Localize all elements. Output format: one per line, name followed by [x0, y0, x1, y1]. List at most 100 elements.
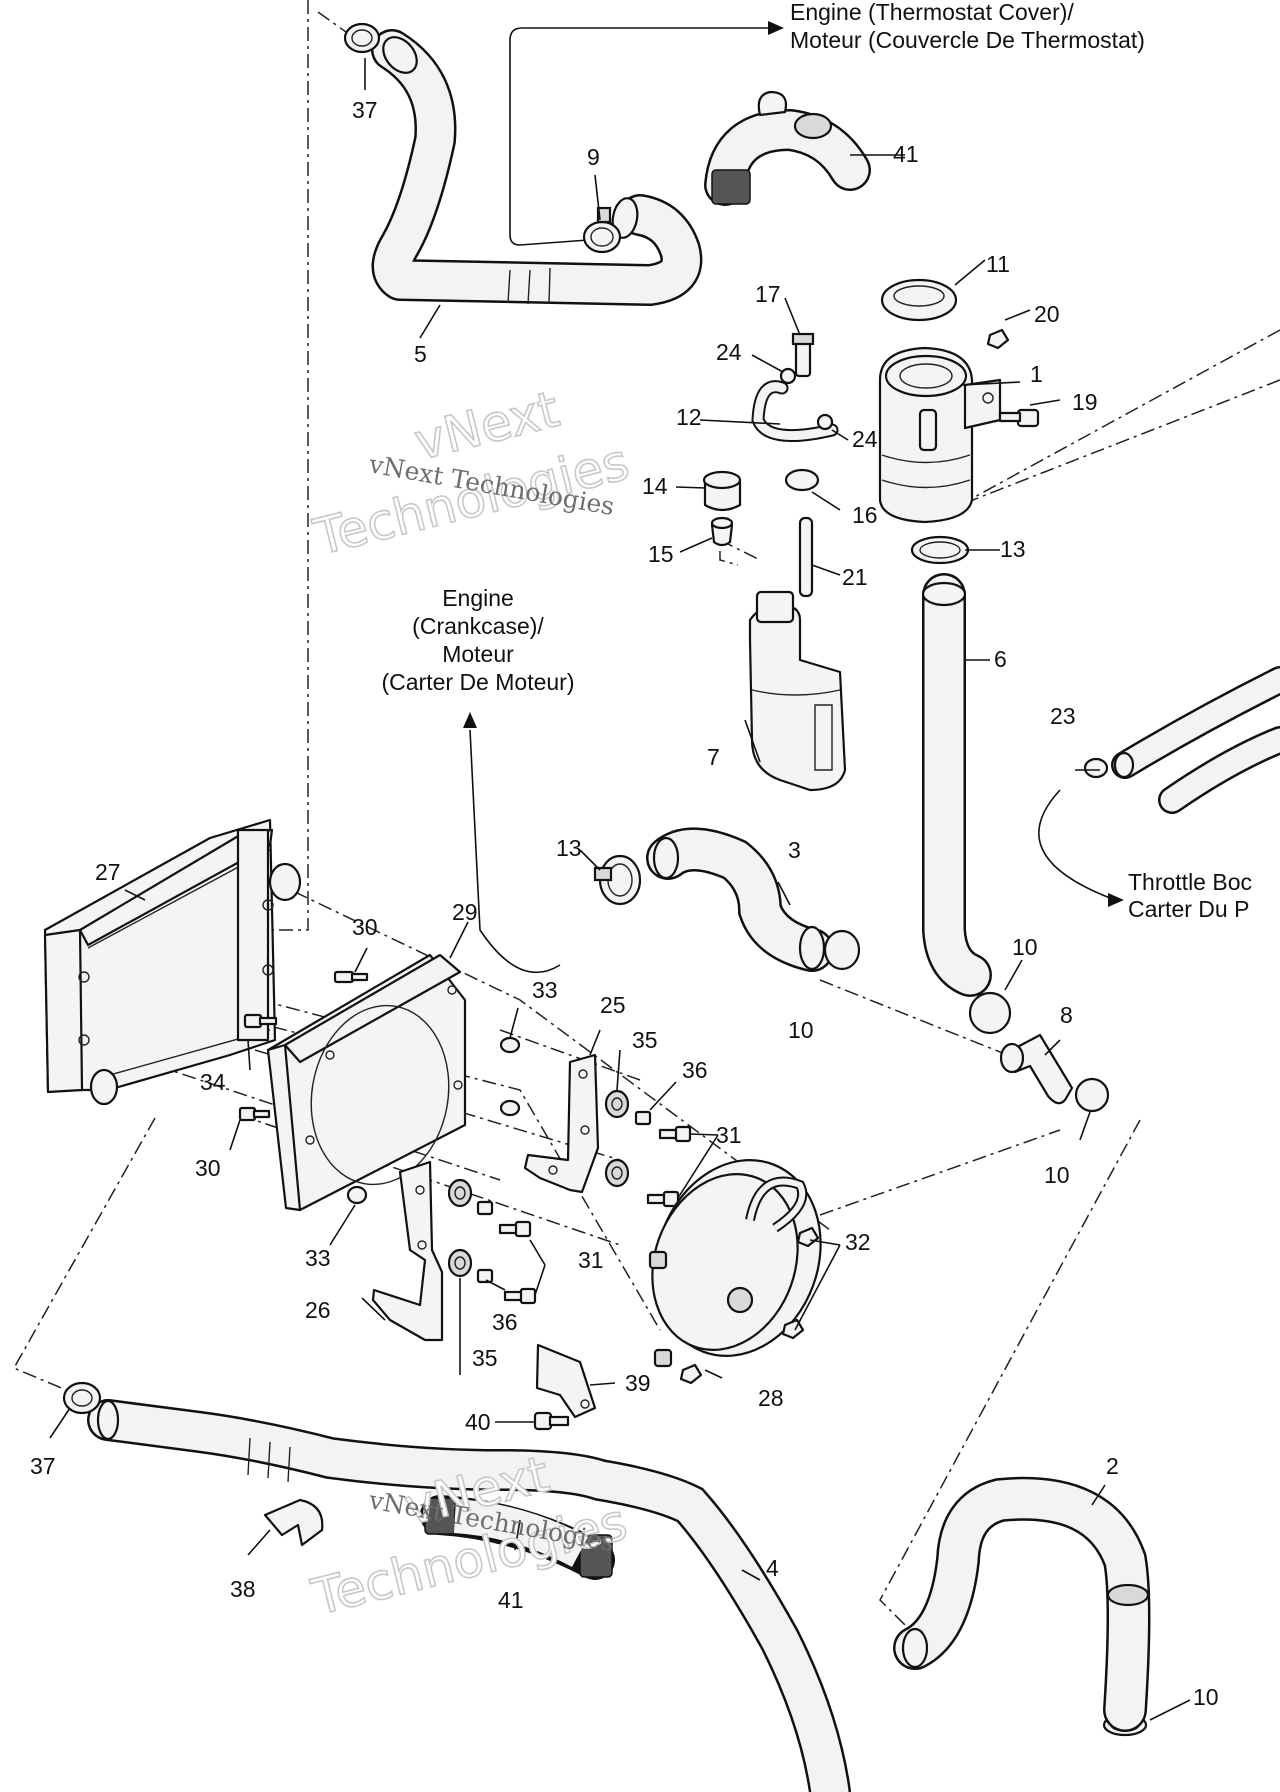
callout-throttle-line1: Throttle Boc [1128, 869, 1252, 895]
spacer-36-a[interactable] [634, 1110, 652, 1126]
label-24-top: 24 [716, 339, 742, 365]
label-8: 8 [1060, 1002, 1073, 1028]
label-40: 40 [465, 1409, 491, 1435]
grommet-35-c[interactable] [447, 1178, 473, 1208]
spacer-36-c[interactable] [476, 1268, 494, 1284]
tee-fitting-8[interactable] [999, 1033, 1074, 1105]
label-12: 12 [676, 404, 702, 430]
pressure-cap-11[interactable] [880, 278, 958, 322]
label-31-top: 31 [716, 1122, 742, 1148]
clamp-37-bottom[interactable] [62, 1381, 102, 1415]
hose-2[interactable] [893, 1476, 1151, 1732]
clamp-10-b[interactable] [968, 991, 1012, 1035]
label-26: 26 [305, 1297, 331, 1323]
label-41-bottom: 41 [498, 1587, 524, 1613]
nut-20[interactable] [986, 328, 1010, 350]
label-35-top: 35 [632, 1027, 658, 1053]
bracket-26[interactable] [371, 1160, 444, 1342]
label-2: 2 [1106, 1453, 1119, 1479]
label-38: 38 [230, 1576, 256, 1602]
hose-5[interactable] [371, 29, 703, 306]
tube-21[interactable] [798, 516, 814, 598]
callout-crankcase-line2: (Crankcase)/ [412, 613, 544, 639]
label-20: 20 [1034, 301, 1060, 327]
label-36-bottom: 36 [492, 1309, 518, 1335]
clamp-10-a[interactable] [823, 929, 861, 971]
hose-6[interactable] [921, 573, 992, 997]
grommet-16[interactable] [784, 468, 820, 492]
grommet-35-a[interactable] [604, 1089, 630, 1119]
label-15: 15 [648, 541, 674, 567]
coolant-tank-1[interactable] [878, 346, 1002, 524]
label-9: 9 [587, 144, 600, 170]
clamp-10-c[interactable] [1074, 1077, 1110, 1113]
label-25: 25 [600, 992, 626, 1018]
clamp-23[interactable] [1083, 757, 1109, 779]
hose-41-top[interactable] [704, 90, 871, 206]
clamp-24-a[interactable] [779, 367, 797, 385]
bolt-31-a[interactable] [658, 1125, 692, 1143]
callout-throttle-line2: Carter Du P [1128, 896, 1249, 922]
label-5: 5 [414, 341, 427, 367]
washer-33-c[interactable] [346, 1185, 368, 1205]
label-33-bottom: 33 [305, 1245, 331, 1271]
label-21: 21 [842, 564, 868, 590]
bracket-39[interactable] [535, 1343, 597, 1419]
clamp-13-top[interactable] [910, 535, 970, 565]
part-number-labels: 37 9 41 5 11 17 20 24 1 19 12 24 14 16 1… [30, 97, 1219, 1710]
bolt-40[interactable] [533, 1411, 570, 1431]
fan-assembly-28[interactable] [628, 1137, 847, 1380]
overflow-bottle-7[interactable] [748, 590, 847, 792]
clamp-24-b[interactable] [816, 413, 834, 431]
label-28: 28 [758, 1385, 784, 1411]
hose-throttle-body[interactable] [1111, 666, 1280, 814]
fitting-17[interactable] [791, 332, 815, 378]
label-3: 3 [788, 837, 801, 863]
label-10-a: 10 [1012, 934, 1038, 960]
label-13-bottom: 13 [556, 835, 582, 861]
washer-33-a[interactable] [499, 1036, 521, 1054]
bolt-30-bottom[interactable] [238, 1106, 271, 1122]
bolt-19[interactable] [998, 408, 1040, 428]
label-1: 1 [1030, 361, 1043, 387]
clamp-13-bottom[interactable] [593, 854, 642, 906]
label-16: 16 [852, 502, 878, 528]
label-31-bottom: 31 [578, 1247, 604, 1273]
fan-shroud-29[interactable] [266, 953, 467, 1212]
assembly-lines [12, 0, 1280, 1651]
label-24-bottom: 24 [852, 426, 878, 452]
label-17: 17 [755, 281, 781, 307]
leader-lines [49, 58, 1191, 1721]
bolt-31-b[interactable] [646, 1190, 680, 1208]
clip-38[interactable] [263, 1498, 324, 1547]
hose-3[interactable] [646, 827, 834, 972]
bolt-34[interactable] [243, 1013, 278, 1029]
label-37-top: 37 [352, 97, 378, 123]
grommet-35-d[interactable] [447, 1248, 473, 1278]
label-36-top: 36 [682, 1057, 708, 1083]
radiator-27[interactable] [43, 818, 302, 1106]
clamp-37-top[interactable] [343, 22, 381, 54]
bolt-31-c[interactable] [498, 1220, 532, 1238]
grommet-35-b[interactable] [604, 1158, 630, 1188]
label-35-bottom: 35 [472, 1345, 498, 1371]
label-10-d: 10 [1193, 1684, 1219, 1710]
hose-12[interactable] [751, 380, 839, 443]
bolt-30-top[interactable] [333, 970, 369, 984]
nut-32-c[interactable] [679, 1363, 703, 1385]
washer-33-b[interactable] [499, 1099, 521, 1117]
nut-32-a[interactable] [796, 1226, 820, 1248]
label-11: 11 [986, 251, 1010, 277]
grommet-15[interactable] [710, 516, 734, 547]
spacer-36-b[interactable] [476, 1200, 494, 1216]
clamp-9[interactable] [582, 206, 622, 254]
hose-4[interactable] [87, 1399, 851, 1792]
bolt-31-d[interactable] [503, 1287, 537, 1305]
label-23: 23 [1050, 703, 1076, 729]
cap-14[interactable] [702, 470, 742, 512]
label-14: 14 [642, 473, 668, 499]
bracket-25[interactable] [523, 1053, 600, 1194]
label-13-top: 13 [1000, 536, 1026, 562]
watermark-top: vNext Technologies vNext Technologies [307, 379, 635, 567]
